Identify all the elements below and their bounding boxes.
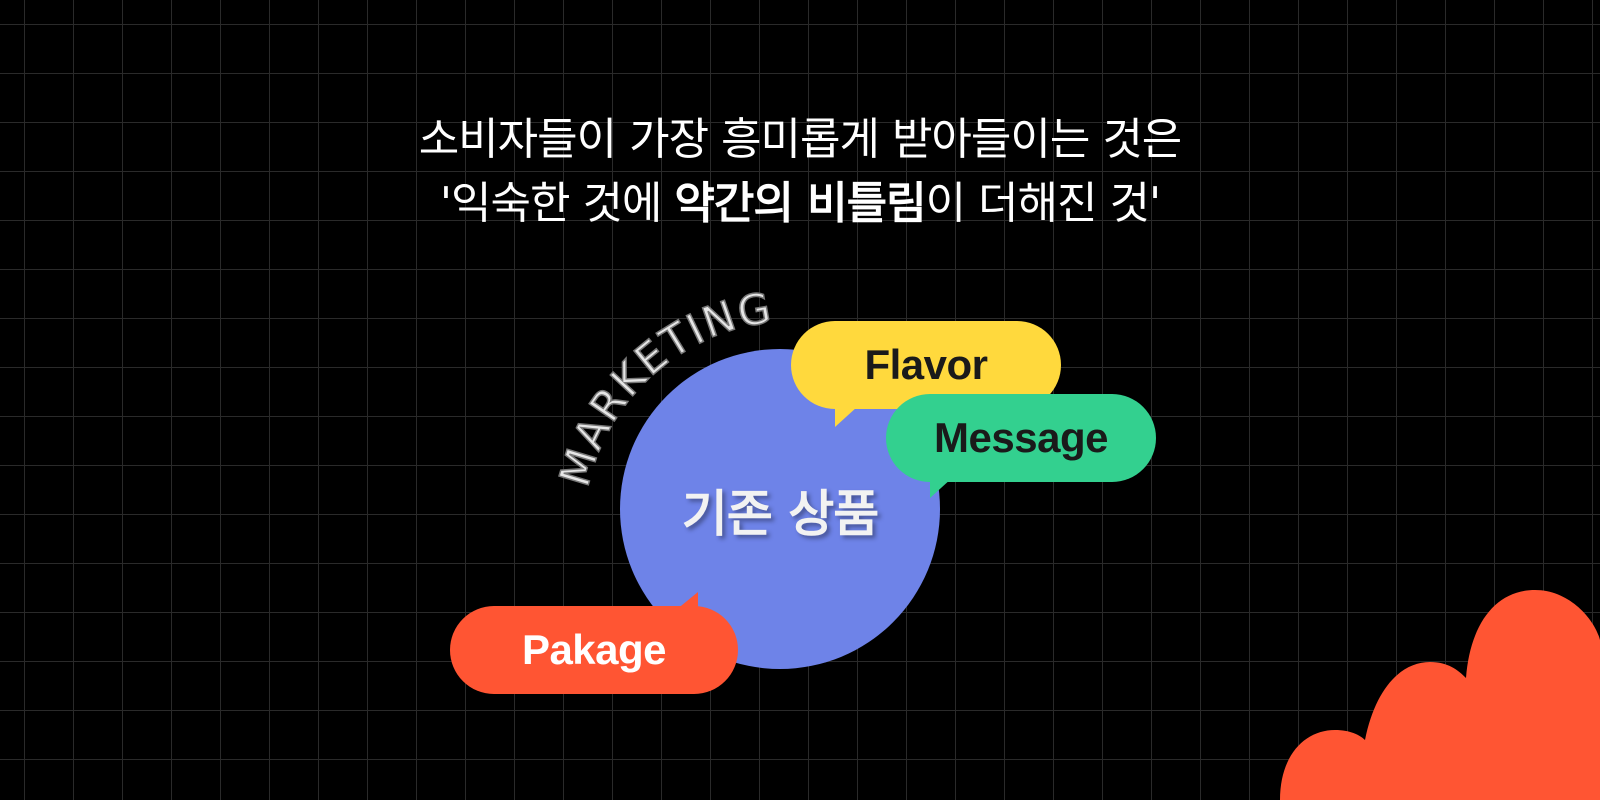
headline-line-1: 소비자들이 가장 흥미롭게 받아들이는 것은 [418, 114, 1183, 165]
headline-line-2-prefix: '익숙한 것에 [439, 178, 675, 229]
product-circle-label: 기존 상품 [681, 485, 879, 543]
pakage-label: Pakage [521, 626, 667, 673]
message-bubble: Message [886, 394, 1156, 498]
flavor-bubble-tail [835, 407, 857, 427]
message-label: Message [934, 414, 1108, 461]
headline-line-2: '익숙한 것에 약간의 비틀림이 더해진 것' [0, 172, 1600, 236]
cloud-shape-icon [1280, 590, 1600, 800]
headline-emphasis: 약간의 비틀림 [674, 178, 926, 229]
headline-line-2-suffix: 이 더해진 것' [925, 178, 1161, 229]
flavor-label: Flavor [864, 341, 988, 388]
pakage-bubble: Pakage [450, 592, 738, 694]
headline: 소비자들이 가장 흥미롭게 받아들이는 것은 '익숙한 것에 약간의 비틀림이 … [0, 108, 1600, 236]
pakage-bubble-tail [676, 592, 698, 610]
message-bubble-tail [930, 478, 952, 498]
